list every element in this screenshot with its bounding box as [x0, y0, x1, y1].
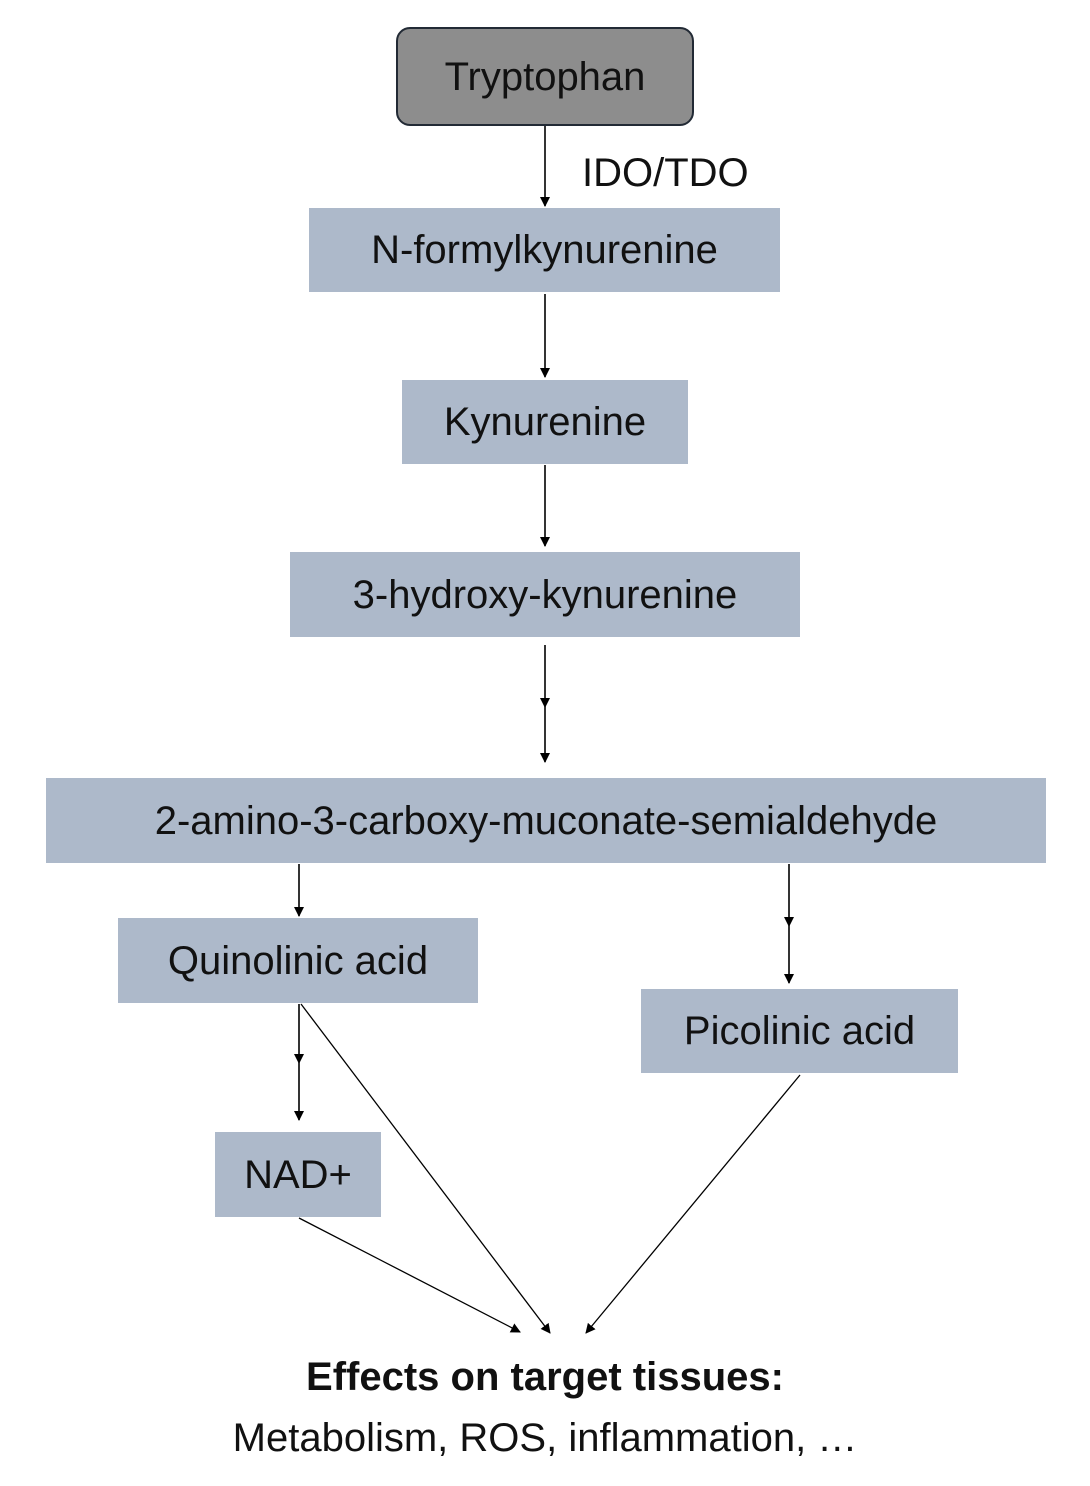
arrow-picolinic-to-effects: [585, 1074, 801, 1334]
arrow-nad-to-effects: [298, 1217, 521, 1333]
node-picolinic-acid: Picolinic acid: [641, 989, 958, 1073]
node-nad: NAD+: [215, 1132, 381, 1217]
node-3-hydroxy-kynurenine: 3-hydroxy-kynurenine: [290, 552, 800, 637]
outcome-title: Effects on target tissues:: [306, 1355, 784, 1399]
node-2-amino-3-carboxy-muconate-semialdehyde: 2-amino-3-carboxy-muconate-semialdehyde: [46, 778, 1046, 863]
arrow-quinolinic-to-effects: [300, 1003, 551, 1334]
node-quinolinic-acid: Quinolinic acid: [118, 918, 478, 1003]
node-kynurenine: Kynurenine: [402, 380, 688, 464]
node-n-formylkynurenine: N-formylkynurenine: [309, 208, 780, 292]
node-tryptophan: Tryptophan: [396, 27, 694, 126]
outcome-description: Metabolism, ROS, inflammation, …: [232, 1416, 858, 1460]
label-ido-tdo: IDO/TDO: [582, 151, 749, 195]
